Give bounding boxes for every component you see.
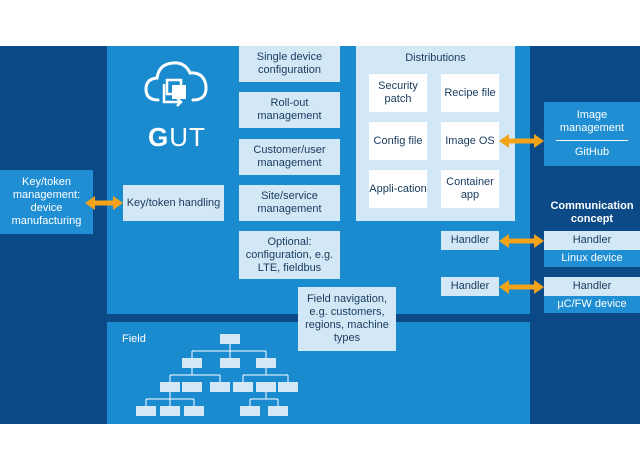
uc-fw-device-label: µC/FW device xyxy=(544,296,640,313)
feature-customer-user-management[interactable]: Customer/user management xyxy=(239,139,340,175)
distribution-application[interactable]: Appli-cation xyxy=(369,170,427,208)
linux-device-label: Linux device xyxy=(544,250,640,267)
tree-node-l3-a xyxy=(136,406,156,416)
tree-node-l2-d xyxy=(233,382,253,392)
tree-node-l2-e xyxy=(256,382,276,392)
distributions-title: Distributions xyxy=(405,52,466,64)
gut-logo-text: GUT xyxy=(148,122,208,153)
tree-node-l1-b xyxy=(220,358,240,368)
handler-right-linux[interactable]: Handler xyxy=(544,231,640,250)
field-navigation-box[interactable]: Field navigation, e.g. customers, region… xyxy=(298,287,396,351)
image-management-github: GitHub xyxy=(574,146,610,158)
image-management-title: Image management xyxy=(559,109,625,134)
tree-node-l2-f xyxy=(278,382,298,392)
key-token-management-box[interactable]: Key/token management: device manufacturi… xyxy=(0,170,93,234)
gut-logo-bold: G xyxy=(148,122,170,152)
field-tree-diagram xyxy=(136,334,298,416)
distribution-security-patch[interactable]: Security patch xyxy=(369,74,427,112)
image-management-box[interactable]: Image management GitHub xyxy=(544,102,640,166)
tree-node-l1-c xyxy=(256,358,276,368)
distribution-image-os[interactable]: Image OS xyxy=(441,122,499,160)
cloud-sync-icon xyxy=(144,61,208,107)
tree-node-l3-b xyxy=(160,406,180,416)
tree-node-l2-b xyxy=(182,382,202,392)
distribution-recipe-file[interactable]: Recipe file xyxy=(441,74,499,112)
distribution-config-file[interactable]: Config file xyxy=(369,122,427,160)
feature-single-device-configuration[interactable]: Single device configuration xyxy=(239,46,340,82)
tree-node-l3-c xyxy=(184,406,204,416)
feature-site-service-management[interactable]: Site/service management xyxy=(239,185,340,221)
tree-node-root xyxy=(220,334,240,344)
key-token-handling-box[interactable]: Key/token handling xyxy=(123,185,224,221)
communication-concept-label: Communication concept xyxy=(550,200,634,225)
field-label: Field xyxy=(122,333,146,345)
tree-node-l2-c xyxy=(210,382,230,392)
arrow-key-token xyxy=(85,196,123,210)
image-management-divider xyxy=(556,140,628,141)
tree-node-l3-d xyxy=(240,406,260,416)
feature-optional-configuration[interactable]: Optional: configuration, e.g. LTE, field… xyxy=(239,231,340,279)
arrow-handler-uc xyxy=(499,280,544,294)
arrow-handler-linux xyxy=(499,234,544,248)
feature-roll-out-management[interactable]: Roll-out management xyxy=(239,92,340,128)
tree-node-l2-a xyxy=(160,382,180,392)
tree-node-l1-a xyxy=(182,358,202,368)
gut-logo-rest: UT xyxy=(169,122,206,152)
tree-node-l3-e xyxy=(268,406,288,416)
arrow-image-os xyxy=(499,134,544,148)
handler-right-uc[interactable]: Handler xyxy=(544,277,640,296)
handler-left-linux[interactable]: Handler xyxy=(441,231,499,250)
handler-left-uc[interactable]: Handler xyxy=(441,277,499,296)
distribution-container-app[interactable]: Container app xyxy=(441,170,499,208)
